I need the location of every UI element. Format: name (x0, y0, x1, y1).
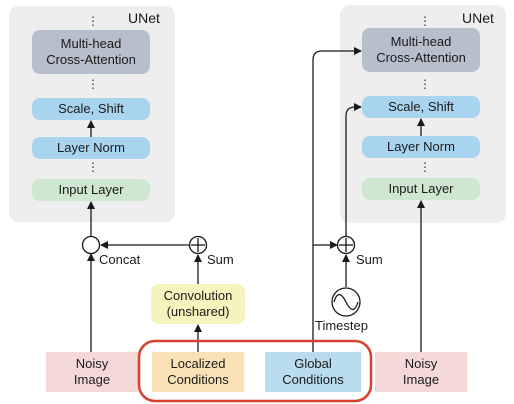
left-top-ellipsis: ⋮ (87, 14, 99, 28)
right-unet-title: UNet (462, 10, 494, 26)
localized-conditions-box: Localized Conditions (152, 352, 244, 392)
left-ellipsis-2: ⋮ (87, 77, 99, 91)
right-cross-attention-block: Multi-head Cross-Attention (362, 28, 480, 72)
sum-label-right: Sum (356, 252, 383, 267)
right-ellipsis-2: ⋮ (419, 77, 431, 91)
left-unet-title: UNet (128, 10, 160, 26)
concat-label: Concat (99, 252, 141, 267)
sum-label-left: Sum (207, 252, 234, 267)
noisy-image-right: Noisy Image (375, 352, 467, 392)
sum-operator-right (336, 235, 356, 255)
left-ellipsis-3: ⋮ (87, 160, 99, 174)
right-ellipsis-3: ⋮ (419, 160, 431, 174)
arrow-sum-to-scale-shift (345, 103, 362, 236)
left-layer-norm-block: Layer Norm (32, 137, 150, 159)
sum-operator-left (188, 235, 208, 255)
left-cross-attention-block: Multi-head Cross-Attention (32, 30, 150, 74)
convolution-block: Convolution (unshared) (151, 284, 245, 324)
right-top-ellipsis: ⋮ (419, 14, 431, 28)
arrow-global-to-cross-attention (312, 47, 362, 352)
conditions-highlight-border (137, 339, 373, 403)
noisy-image-left: Noisy Image (46, 352, 138, 392)
left-scale-shift-block: Scale, Shift (32, 98, 150, 120)
right-layer-norm-block: Layer Norm (362, 136, 480, 158)
left-input-layer-block: Input Layer (32, 179, 150, 201)
timestep-label: Timestep (315, 318, 368, 333)
right-scale-shift-block: Scale, Shift (362, 96, 480, 118)
right-input-layer-block: Input Layer (362, 178, 480, 200)
global-conditions-box: Global Conditions (265, 352, 361, 392)
concat-operator-circle (81, 235, 101, 255)
timestep-sinusoid-icon (331, 287, 361, 317)
